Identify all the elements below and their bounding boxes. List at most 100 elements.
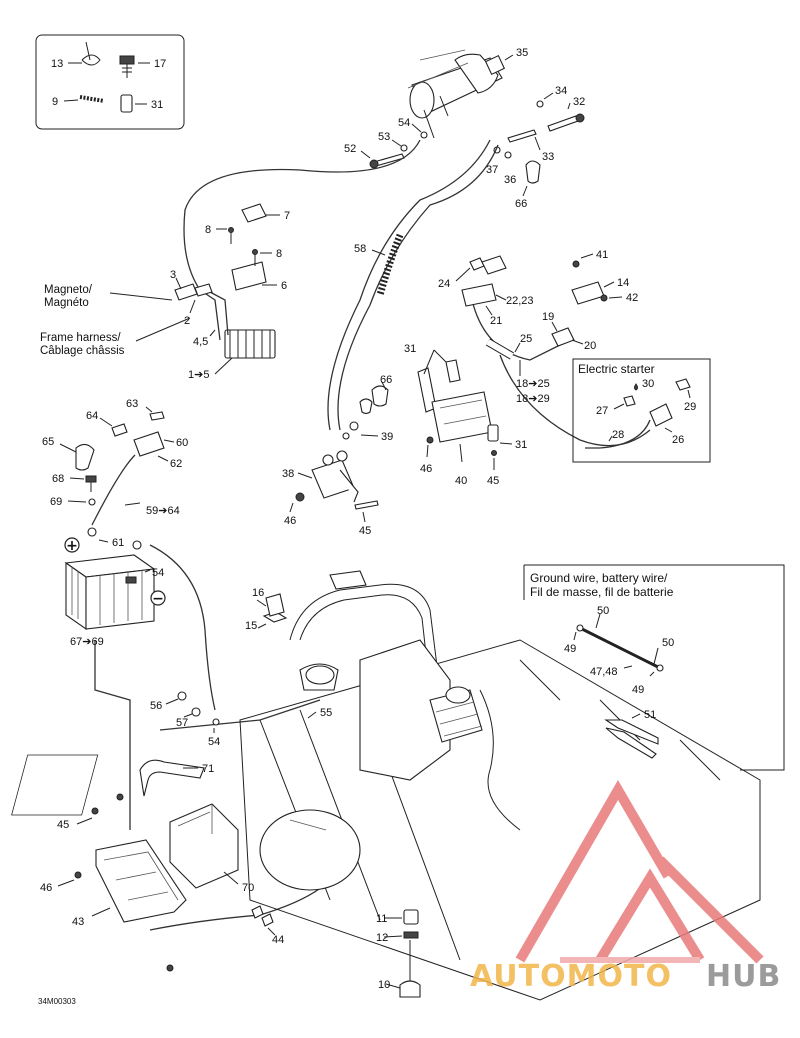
callout-10: 10: [378, 979, 390, 991]
callout-38: 38: [282, 468, 294, 480]
callout-71: 71: [202, 763, 214, 775]
callout-24: 24: [438, 278, 450, 290]
callout-61: 61: [112, 537, 124, 549]
callout-46-center: 46: [284, 515, 296, 527]
callout-7: 7: [284, 210, 290, 222]
callout-3: 3: [170, 269, 176, 281]
callout-54-top: 54: [398, 117, 410, 129]
callout-17: 17: [154, 58, 166, 70]
callout-57: 57: [176, 717, 188, 729]
callout-25: 25: [520, 333, 532, 345]
callout-60: 60: [176, 437, 188, 449]
callout-50-left: 50: [597, 605, 609, 617]
callout-67-69: 67➔69: [70, 636, 104, 648]
callout-6: 6: [281, 280, 287, 292]
callout-4-5: 4,5: [193, 336, 208, 348]
callout-62: 62: [170, 458, 182, 470]
vehicle-frame: 16 15 55 11 12 10: [11, 570, 761, 1001]
callout-26: 26: [672, 434, 684, 446]
callout-69: 69: [50, 496, 62, 508]
callout-64: 64: [86, 410, 98, 422]
callout-29: 29: [684, 401, 696, 413]
callout-14: 14: [617, 277, 629, 289]
callout-56: 56: [150, 700, 162, 712]
callout-13: 13: [51, 58, 63, 70]
callout-16: 16: [252, 587, 264, 599]
callout-36: 36: [504, 174, 516, 186]
ground-wire-title-fr: Fil de masse, fil de batterie: [530, 585, 674, 599]
callout-68: 68: [52, 473, 64, 485]
callout-66-top: 66: [515, 198, 527, 210]
callout-54-bottom: 54: [208, 736, 220, 748]
callout-2: 2: [184, 315, 190, 327]
callout-63: 63: [126, 398, 138, 410]
callout-65: 65: [42, 436, 54, 448]
callout-18-25: 18➔25: [516, 378, 550, 390]
callout-31-center: 31: [404, 343, 416, 355]
wiring-runs: 58: [91, 139, 651, 931]
callout-49-right: 49: [632, 684, 644, 696]
callout-22-23: 22,23: [506, 295, 534, 307]
callout-46-right: 46: [420, 463, 432, 475]
callout-41: 41: [596, 249, 608, 261]
callout-42: 42: [626, 292, 638, 304]
callout-43: 43: [72, 916, 84, 928]
callout-35: 35: [516, 47, 528, 59]
relay-group: 38 46 45 66 39: [282, 374, 393, 537]
starter-motor-group: 35 34 32 33 37 36 66 52 53 54: [344, 47, 585, 210]
callout-45-left: 45: [57, 819, 69, 831]
callout-31-legend: 31: [151, 99, 163, 111]
callout-46-left: 46: [40, 882, 52, 894]
callout-21: 21: [490, 315, 502, 327]
callout-34: 34: [555, 85, 567, 97]
minus-terminal-sign: −: [152, 591, 164, 607]
callout-11: 11: [376, 913, 387, 925]
callout-52: 52: [344, 143, 356, 155]
callout-54-left: 54: [152, 567, 164, 579]
module-cluster: 24 22,23 21 41 14 42 19 20 25 18➔25 18➔2…: [404, 249, 638, 487]
magneto-label-fr: Magnéto: [44, 297, 89, 309]
hardware-legend-box: 13 17 9 31: [35, 34, 185, 130]
callout-45-right: 45: [487, 475, 499, 487]
callout-27: 27: [596, 405, 608, 417]
diagram-id: 34M00303: [38, 997, 76, 1006]
callout-55: 55: [320, 707, 332, 719]
callout-1-5: 1➔5: [188, 369, 209, 381]
callout-33: 33: [542, 151, 554, 163]
callout-59-64: 59➔64: [146, 505, 180, 517]
plus-terminal-sign: +: [66, 538, 78, 554]
callout-49-left: 49: [564, 643, 576, 655]
callout-66-center: 66: [380, 374, 392, 386]
watermark-logo: AUTOMOTO HUB: [470, 780, 781, 994]
callout-58: 58: [354, 243, 366, 255]
callout-18-29: 18➔29: [516, 393, 550, 405]
callout-39: 39: [381, 431, 393, 443]
callout-31-right: 31: [515, 439, 527, 451]
callout-53: 53: [378, 131, 390, 143]
battery-group: 64 63 60 62 65 68 69 59➔64 + 61: [42, 398, 188, 648]
watermark-text-hub: HUB: [706, 959, 781, 994]
callout-9: 9: [52, 96, 58, 108]
watermark-text-auto: AUTOMOTO: [470, 959, 672, 994]
callout-30: 30: [642, 378, 654, 390]
regulator-group: 6 7 8 8 3 2 4,5 1➔5 Magneto/ Magnéto Fra…: [40, 203, 290, 381]
magneto-label-en: Magneto/: [44, 284, 93, 296]
callout-47-48: 47,48: [590, 666, 618, 678]
frame-harness-label-fr: Câblage châssis: [40, 345, 125, 357]
callout-20: 20: [584, 340, 596, 352]
callout-32: 32: [573, 96, 585, 108]
callout-8-left: 8: [205, 224, 211, 236]
callout-40: 40: [455, 475, 467, 487]
radiator-grille: [11, 754, 99, 816]
frame-harness-label-en: Frame harness/: [40, 332, 121, 344]
electric-starter-title: Electric starter: [578, 362, 655, 376]
callout-37: 37: [486, 164, 498, 176]
callout-51: 51: [644, 709, 656, 721]
electric-starter-box: Electric starter 30 27 29 26 28: [572, 358, 711, 463]
callout-15: 15: [245, 620, 257, 632]
callout-44: 44: [272, 934, 284, 946]
callout-8-right: 8: [276, 248, 282, 260]
battery-tray-group: 71 70 45 46 43 56 57 54 44: [40, 691, 284, 972]
callout-12: 12: [376, 932, 388, 944]
